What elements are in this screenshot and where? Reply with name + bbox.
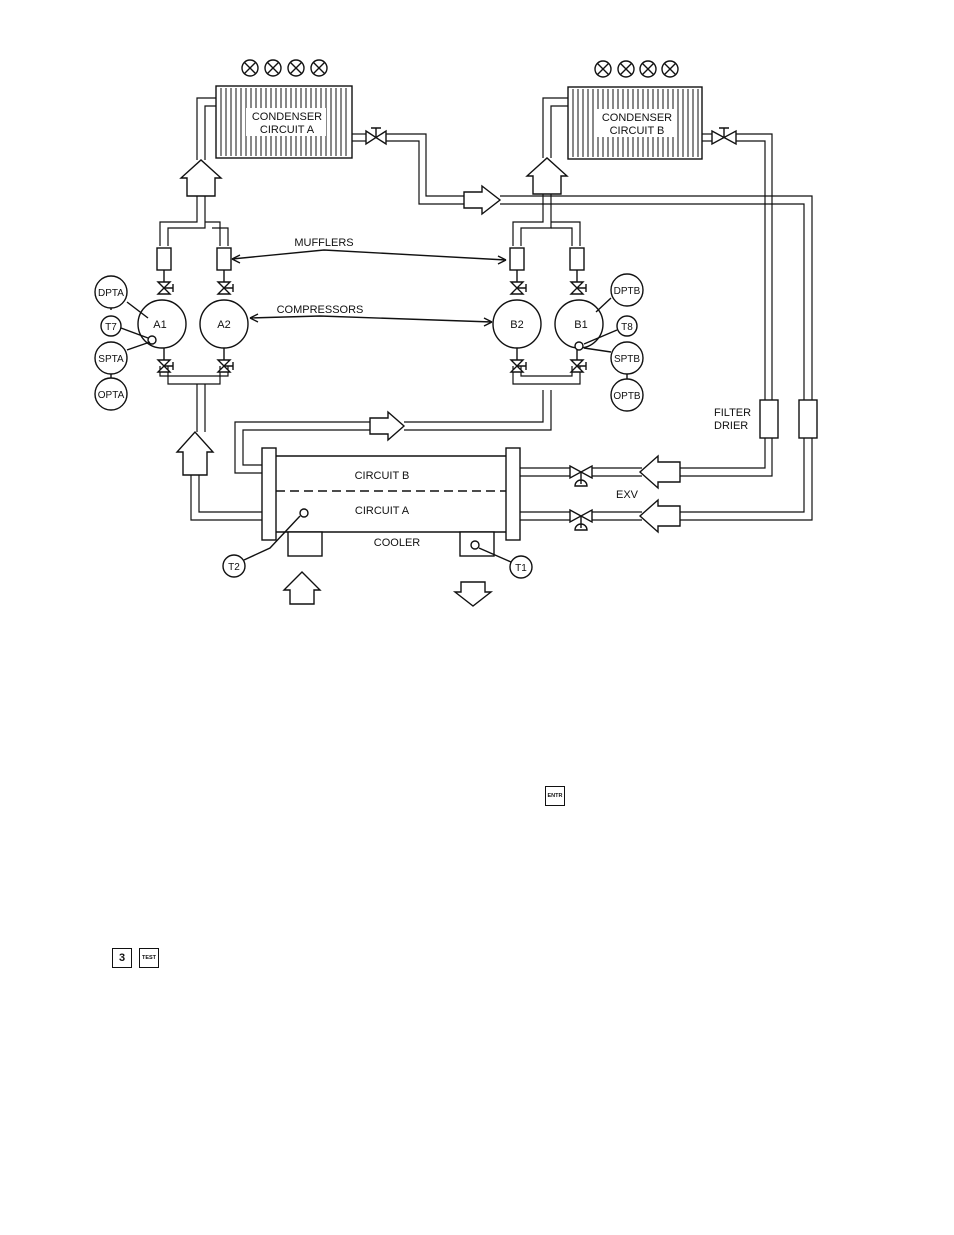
condenser-a-fans [242,60,327,76]
sensor-t8: T8 [621,322,633,333]
cooler-circuit-a-label: CIRCUIT A [355,505,410,517]
compressor-b1-label: B1 [574,319,587,331]
compressor-a1-label: A1 [153,319,166,331]
water-inlet-nozzle [288,532,322,556]
muffler-b2 [510,248,524,270]
water-in-arrow [284,572,320,604]
mufflers-label: MUFFLERS [294,237,353,249]
sensor-t2: T2 [228,562,240,573]
sensor-dpta: DPTA [98,288,124,299]
mufflers: MUFFLERS [157,237,584,282]
condenser-a-label-2: CIRCUIT A [260,124,315,136]
water-out-arrow [455,582,491,606]
filter-driers: FILTER DRIER [714,400,817,438]
muffler-a1 [157,248,171,270]
cooler: CIRCUIT B CIRCUIT A COOLER [262,448,520,556]
sensor-sptb: SPTB [614,354,640,365]
filter-drier-a [799,400,817,438]
filter-drier-label-2: DRIER [714,420,748,432]
sensor-dptb: DPTB [614,286,641,297]
flow-arrow-up [527,158,567,194]
condenser-b-fans [595,61,678,77]
filter-drier-label-1: FILTER [714,407,751,419]
muffler-b1 [570,248,584,270]
cooler-label: COOLER [374,537,421,549]
filter-drier-b [760,400,778,438]
exv-label: EXV [616,489,639,501]
flow-arrow-left [640,456,680,488]
compressor-a2-label: A2 [217,319,230,331]
flow-arrow-up [177,432,213,475]
condenser-circuit-b: CONDENSER CIRCUIT B [568,87,702,159]
compressors-label: COMPRESSORS [277,304,364,316]
muffler-a2 [217,248,231,270]
sensor-t7: T7 [105,322,117,333]
flow-arrow-right [464,186,500,214]
sensors-circuit-a: DPTA SPTA OPTA T7 [95,276,156,410]
entr-key: ENTR [545,786,565,806]
compressor-b2-label: B2 [510,319,523,331]
condenser-a-label-1: CONDENSER [252,111,322,123]
flow-arrows [177,158,680,606]
compressors: A1 A2 B2 B1 COMPRESSORS [138,300,603,360]
test-key: TEST [139,948,159,968]
key-3: 3 [112,948,132,968]
flow-arrow-left [640,500,680,532]
condenser-circuit-a: CONDENSER CIRCUIT A [216,86,352,158]
flow-arrow-up [181,160,221,196]
sensor-opta: OPTA [98,390,125,401]
condenser-b-label-2: CIRCUIT B [610,125,665,137]
sensor-t1: T1 [515,563,527,574]
flow-arrow-right [370,412,404,440]
condenser-b-label-1: CONDENSER [602,112,672,124]
sensor-optb: OPTB [613,391,641,402]
cooler-circuit-b-label: CIRCUIT B [355,470,410,482]
sensor-spta: SPTA [98,354,124,365]
